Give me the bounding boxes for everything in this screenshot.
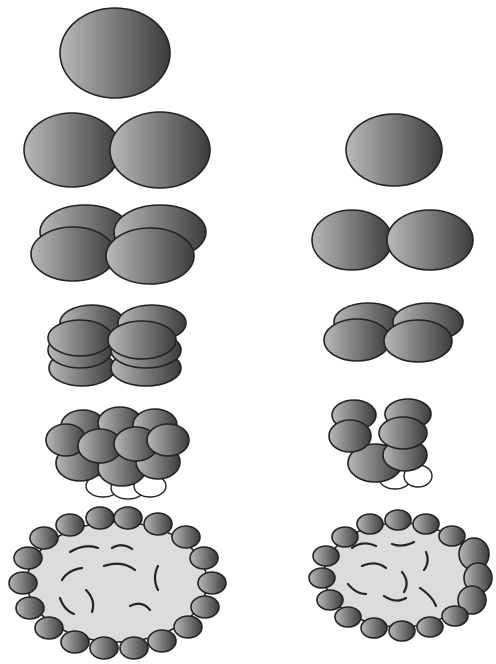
marking xyxy=(84,588,95,614)
blastomere xyxy=(386,209,474,271)
marking xyxy=(400,570,408,594)
marking xyxy=(153,564,160,592)
blastomere xyxy=(147,629,177,653)
blastomere xyxy=(23,112,121,188)
right-stage-two-cell xyxy=(311,209,474,271)
left-stage-morula xyxy=(45,406,190,500)
blastomere xyxy=(60,630,90,654)
blastomere xyxy=(105,227,195,285)
blastomere xyxy=(143,512,173,536)
blastomere xyxy=(334,606,362,628)
blastomere xyxy=(173,615,203,639)
blastomere xyxy=(89,636,119,660)
blastomere xyxy=(109,111,211,189)
blastomere xyxy=(146,423,190,457)
blastomere xyxy=(29,526,59,550)
blastomere xyxy=(119,636,149,660)
blastoderm-ring xyxy=(8,506,227,660)
left-stage-four-cell xyxy=(30,204,207,285)
blastomere xyxy=(197,571,227,595)
left-stage-two-cell xyxy=(23,111,211,189)
blastomere xyxy=(383,319,453,363)
blastomere xyxy=(345,113,443,187)
right-stage-morula xyxy=(328,398,433,490)
blastomere xyxy=(59,7,171,99)
left-column xyxy=(8,7,227,660)
blastoderm-ring xyxy=(308,509,493,642)
blastomere xyxy=(316,589,344,611)
blastomere xyxy=(356,513,384,535)
right-stage-one-cell xyxy=(345,113,443,187)
left-stage-eight-cell xyxy=(47,304,187,387)
marking xyxy=(68,545,100,554)
marking xyxy=(60,566,84,582)
marking xyxy=(422,550,429,572)
marking xyxy=(346,582,368,596)
marking xyxy=(418,586,438,608)
blastomere xyxy=(412,513,440,535)
blastomere xyxy=(34,616,64,640)
blastomere xyxy=(457,585,487,615)
left-stage-one-cell xyxy=(59,7,171,99)
marking xyxy=(382,594,408,602)
blastomere xyxy=(308,567,336,589)
right-stage-four-cell xyxy=(323,302,464,363)
blastomere xyxy=(441,605,469,627)
blastomere xyxy=(171,525,201,549)
blastomere xyxy=(378,416,428,450)
blastomere xyxy=(331,526,359,548)
blastomere xyxy=(13,546,43,570)
blastomere xyxy=(328,419,372,453)
marking xyxy=(128,602,152,612)
blastomere xyxy=(384,509,412,531)
blastomere xyxy=(30,226,116,282)
blastomere xyxy=(55,513,85,537)
blastomere xyxy=(47,319,113,357)
blastomere xyxy=(438,525,466,547)
blastomere xyxy=(113,506,143,530)
right-stage-blastula xyxy=(308,509,493,642)
blastomere xyxy=(15,596,45,620)
marking xyxy=(102,562,137,572)
blastomere xyxy=(323,318,391,362)
blastomere xyxy=(360,617,388,639)
marking xyxy=(110,544,134,551)
marking xyxy=(390,540,416,547)
blastomere xyxy=(85,506,115,530)
marking xyxy=(360,562,388,570)
blastomere xyxy=(189,546,219,570)
right-column xyxy=(308,113,493,642)
blastomere xyxy=(311,209,393,271)
blastomere xyxy=(107,320,177,360)
marking xyxy=(58,596,76,616)
marking xyxy=(350,542,378,550)
blastomere xyxy=(8,571,38,595)
blastomere xyxy=(416,616,444,638)
left-stage-blastula xyxy=(8,506,227,660)
blastomere xyxy=(190,595,220,619)
blastomere xyxy=(312,545,340,567)
blastomere xyxy=(388,620,416,642)
